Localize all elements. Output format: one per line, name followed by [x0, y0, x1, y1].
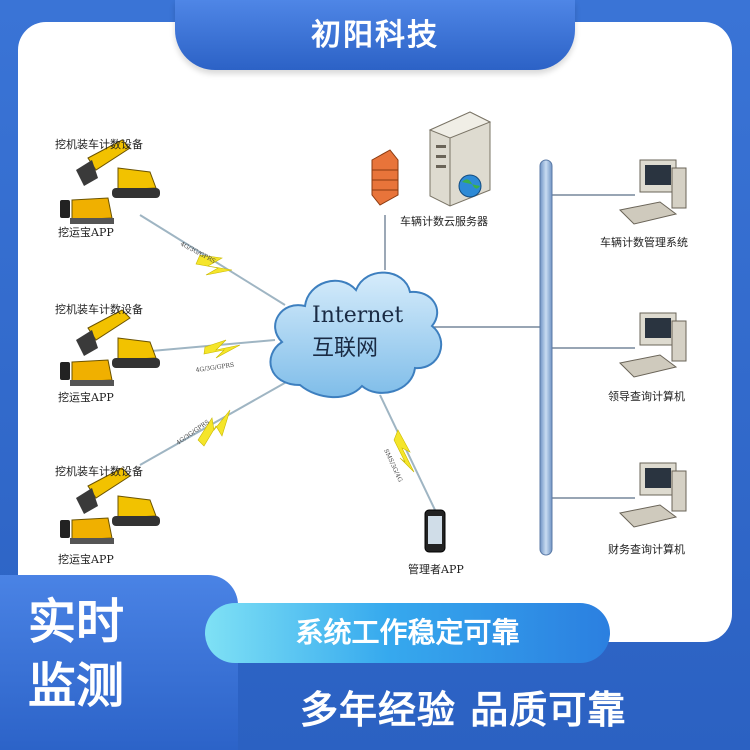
app-label: 挖运宝APP [58, 552, 114, 566]
computer-label: 车辆计数管理系统 [600, 235, 688, 249]
realtime-line2: 监测 [28, 658, 125, 714]
dump-truck-icon [70, 517, 114, 544]
stability-text: 系统工作稳定可靠 [295, 616, 520, 649]
network-bus-bar [539, 159, 553, 556]
server-icon [428, 111, 492, 207]
computer-icon-3 [618, 462, 687, 528]
wireless-link-manager [379, 394, 436, 511]
realtime-heading: 实时 监测 [28, 590, 188, 718]
phone-icon [60, 362, 70, 380]
internet-cn-label: 互联网 [312, 336, 378, 361]
excavator-icon [76, 139, 160, 198]
excavator-icon [76, 309, 160, 368]
device-label: 挖机装车计数设备 [55, 137, 143, 151]
excavator-icon [76, 467, 160, 526]
dump-truck-icon [70, 197, 114, 224]
firewall-icon [371, 149, 399, 206]
internet-cloud-icon [269, 271, 443, 399]
globe-icon [458, 174, 482, 198]
computer-label: 财务查询计算机 [608, 542, 685, 556]
computer-icon-1 [618, 159, 687, 225]
wireless-link-3 [139, 379, 291, 466]
realtime-banner [0, 575, 238, 750]
server-label: 车辆计数云服务器 [400, 214, 488, 228]
phone-icon [60, 200, 70, 218]
wireless-link-2 [139, 339, 276, 359]
link-label: 4G/3G/GPRS [195, 362, 234, 374]
internet-label: Internet [312, 303, 403, 328]
slogan-text: 多年经验 品质可靠 [300, 688, 627, 732]
title-tab [175, 0, 575, 70]
manager-label: 管理者APP [408, 562, 464, 576]
excavator-station-3 [60, 467, 160, 544]
lightning-icon [197, 409, 231, 447]
phone-icon [60, 520, 70, 538]
device-label: 挖机装车计数设备 [55, 464, 143, 478]
dump-truck-icon [70, 359, 114, 386]
lightning-icon [203, 339, 241, 359]
wireless-link-1 [139, 214, 286, 306]
excavator-station-2 [60, 309, 160, 386]
realtime-line1: 实时 [28, 594, 125, 650]
lightning-icon [195, 254, 233, 276]
company-title: 初阳科技 [311, 18, 439, 53]
connection-lines [384, 194, 635, 499]
computer-label: 领导查询计算机 [608, 389, 685, 403]
computer-icon-2 [618, 312, 687, 378]
excavator-station-1 [60, 139, 160, 224]
lightning-icon [393, 429, 415, 473]
app-label: 挖运宝APP [58, 390, 114, 404]
device-label: 挖机装车计数设备 [55, 302, 143, 316]
smartphone-icon [424, 509, 446, 553]
app-label: 挖运宝APP [58, 225, 114, 239]
stability-pill [205, 603, 610, 663]
